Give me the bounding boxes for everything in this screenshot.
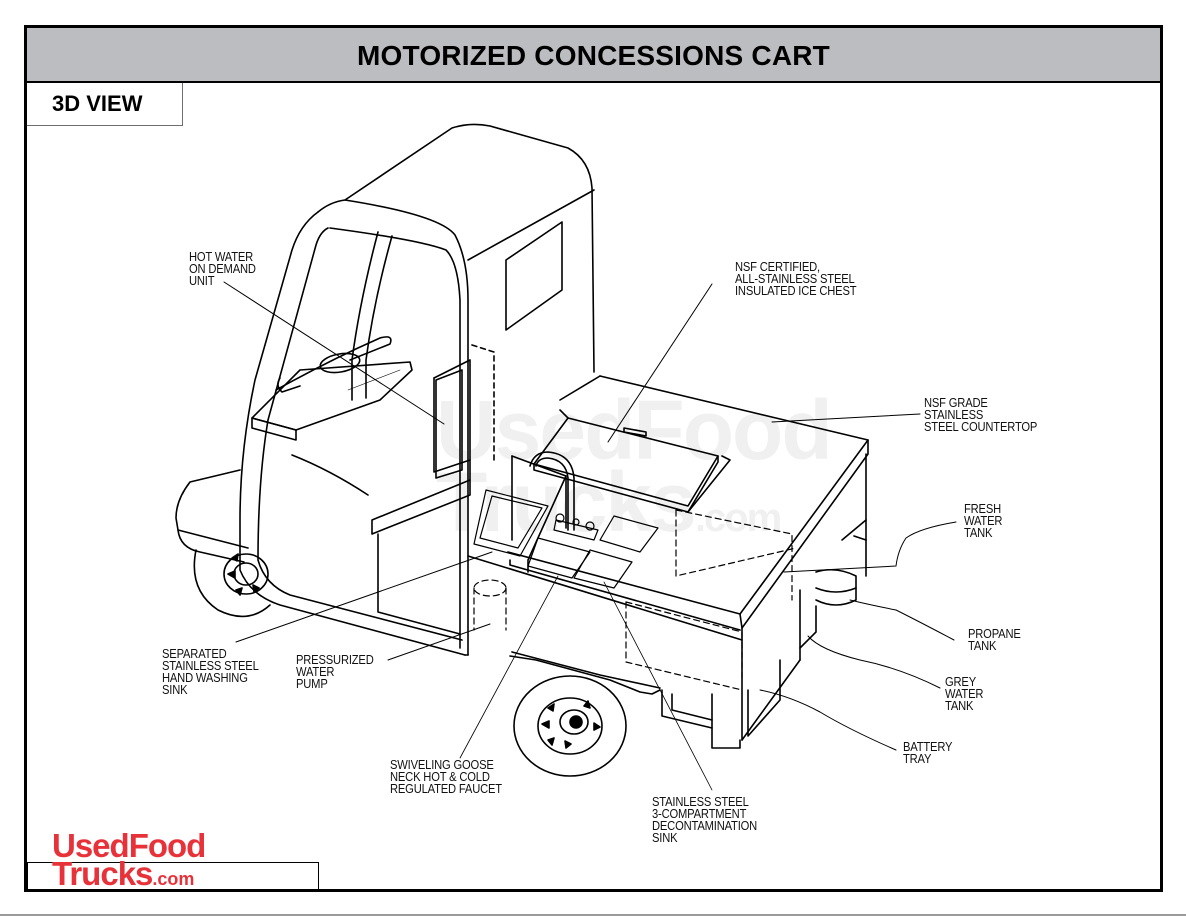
callout-line: TANK	[968, 638, 997, 653]
callout-line: TRAY	[903, 751, 932, 766]
logo-line2: Trucks	[52, 855, 153, 892]
callout-grey-water-tank: GREY WATER TANK	[945, 674, 984, 713]
drawing-frame: MOTORIZED CONCESSIONS CART 3D VIEW	[24, 25, 1163, 892]
sinks	[473, 489, 659, 589]
leader-propane	[849, 599, 955, 641]
callout-line: UNIT	[189, 273, 215, 288]
callout-line: BATTERY	[903, 739, 953, 754]
callout-line: SEPARATED	[162, 646, 227, 661]
callout-line: ON DEMAND	[189, 261, 256, 276]
callout-line: SINK	[162, 682, 188, 697]
callout-line: FRESH	[964, 501, 1002, 516]
leader-3comp-sink	[603, 581, 713, 791]
callout-fresh-water-tank: FRESH WATER TANK	[964, 501, 1003, 540]
callout-line: STAINLESS STEEL	[162, 658, 259, 673]
callout-line: TANK	[945, 698, 974, 713]
callout-line: INSULATED ICE CHEST	[735, 283, 857, 298]
callout-countertop: NSF GRADE STAINLESS STEEL COUNTERTOP	[924, 395, 1038, 434]
leader-hot-water	[223, 281, 445, 425]
watermark-suffix: .com	[694, 496, 782, 540]
callout-line: ALL-STAINLESS STEEL	[735, 271, 855, 286]
view-label-box: 3D VIEW	[27, 83, 183, 126]
logo-line1: UsedFood	[52, 827, 206, 864]
callout-line: 3-COMPARTMENT	[652, 806, 747, 821]
callout-line: NSF CERTIFIED,	[735, 259, 820, 274]
front-fender	[175, 454, 369, 563]
page-title: MOTORIZED CONCESSIONS CART	[357, 39, 830, 71]
propane-cylinder	[815, 535, 867, 606]
callout-line: DECONTAMINATION	[652, 818, 758, 833]
side-counter	[371, 344, 495, 635]
leader-faucet	[459, 575, 559, 759]
title-bar: MOTORIZED CONCESSIONS CART	[27, 28, 1160, 83]
callout-line: STAINLESS STEEL	[652, 794, 749, 809]
title-block-box	[27, 862, 319, 889]
callout-water-pump: PRESSURIZED WATER PUMP	[296, 652, 374, 691]
callout-line: TANK	[964, 525, 993, 540]
callout-three-compartment-sink: STAINLESS STEEL 3-COMPARTMENT DECONTAMIN…	[652, 794, 758, 845]
cab-body	[239, 123, 595, 656]
leader-ice-chest	[607, 283, 713, 443]
dashboard	[251, 336, 413, 441]
callout-propane-tank: PROPANE TANK	[968, 626, 1021, 653]
leader-countertop	[771, 413, 921, 423]
callout-line: GREY	[945, 674, 977, 689]
underframe	[661, 605, 817, 749]
callout-line: STAINLESS	[924, 407, 984, 422]
main-countertop	[467, 375, 869, 741]
callout-line: WATER	[296, 664, 335, 679]
callout-ice-chest: NSF CERTIFIED, ALL-STAINLESS STEEL INSUL…	[735, 259, 857, 298]
callout-battery-tray: BATTERY TRAY	[903, 739, 953, 766]
ice-chest	[533, 409, 731, 513]
callout-hand-washing-sink: SEPARATED STAINLESS STEEL HAND WASHING S…	[162, 646, 259, 697]
brand-logo[interactable]: UsedFood Trucks.com	[52, 827, 206, 893]
callout-faucet: SWIVELING GOOSE NECK HOT & COLD REGULATE…	[390, 757, 502, 796]
callout-line: NECK HOT & COLD	[390, 769, 490, 784]
view-label: 3D VIEW	[52, 91, 143, 116]
callout-line: PRESSURIZED	[296, 652, 374, 667]
callout-line: HOT WATER	[189, 249, 254, 264]
page-bottom-rule	[0, 914, 1186, 916]
callout-line: PROPANE	[968, 626, 1021, 641]
leader-battery	[759, 689, 897, 751]
callout-line: PUMP	[296, 676, 328, 691]
callout-line: NSF GRADE	[924, 395, 988, 410]
callout-line: WATER	[964, 513, 1003, 528]
rear-wheel	[509, 651, 661, 777]
front-wheel	[193, 549, 271, 618]
sink-backsplash	[511, 451, 575, 573]
hidden-tanks	[473, 509, 797, 691]
callout-line: WATER	[945, 686, 984, 701]
logo-suffix: .com	[152, 869, 195, 889]
callout-line: SWIVELING GOOSE	[390, 757, 494, 772]
leader-fresh-water	[783, 521, 957, 573]
callout-line: STEEL COUNTERTOP	[924, 419, 1038, 434]
callout-hot-water-unit: HOT WATER ON DEMAND UNIT	[189, 249, 256, 288]
callout-line: SINK	[652, 830, 678, 845]
callout-line: HAND WASHING	[162, 670, 248, 685]
leader-hand-sink	[235, 551, 493, 643]
hot-water-unit-box	[435, 369, 463, 479]
callout-line: REGULATED FAUCET	[390, 781, 502, 796]
leader-water-pump	[387, 623, 491, 661]
leader-lines	[223, 281, 957, 791]
leader-grey-water	[807, 635, 941, 689]
